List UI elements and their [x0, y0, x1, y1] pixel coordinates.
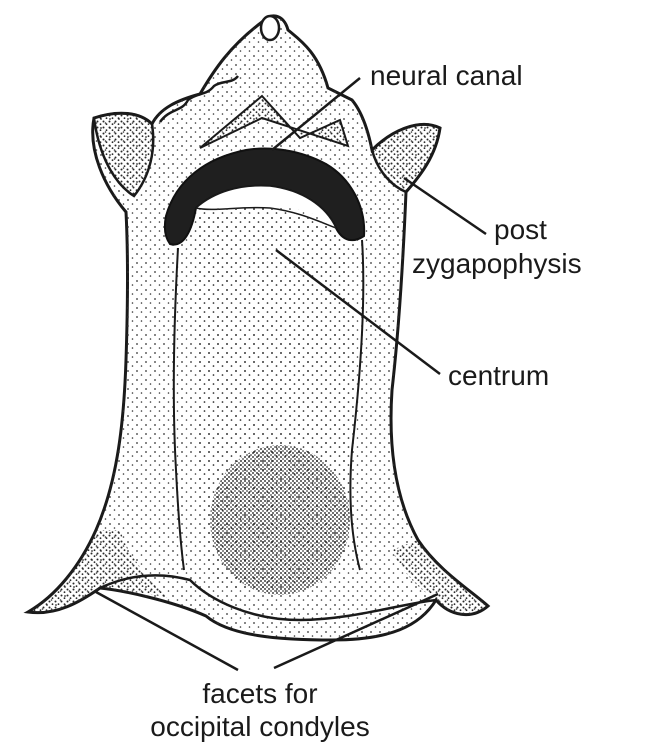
label-facets-line2: occipital condyles	[120, 713, 400, 741]
centrum-dense-patch	[210, 445, 350, 595]
apex-knob	[261, 16, 279, 40]
leader-post-zygapophysis	[404, 178, 486, 234]
label-post-zygapophysis-line2: zygapophysis	[412, 250, 582, 278]
label-neural-canal: neural canal	[370, 62, 523, 90]
label-centrum: centrum	[448, 362, 549, 390]
label-post-zygapophysis-line1: post	[494, 216, 547, 244]
label-facets-line1: facets for	[160, 680, 360, 708]
